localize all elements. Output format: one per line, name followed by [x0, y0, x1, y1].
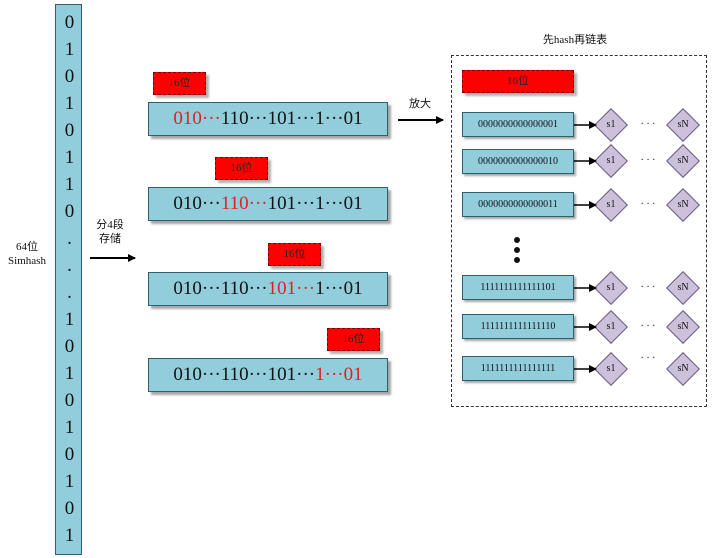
simhash-bit: 1 [64, 147, 75, 168]
segment-highlight: 010··· [173, 108, 221, 129]
segment-highlight: 110··· [220, 193, 268, 214]
split-label-line2: 存储 [99, 233, 121, 245]
vertical-ellipsis-dot [514, 247, 520, 253]
segment-after: 110···101···1···01 [220, 108, 363, 129]
segment-before: 010···110···101··· [173, 364, 316, 385]
simhash-bit: 1 [64, 309, 75, 330]
simhash-bit: . [67, 282, 72, 303]
segment-before: 010···110··· [173, 278, 268, 299]
list-node-label: sN [677, 155, 689, 166]
segment-highlight: 1···01 [315, 364, 363, 385]
gap-dots: · · · [640, 282, 656, 293]
split-label-line1: 分4段 [96, 219, 124, 231]
list-node-label: sN [677, 282, 689, 293]
split-label: 分4段 存储 [88, 218, 132, 246]
hash-key: 1111111111111101 [462, 275, 574, 300]
segment-before: 010··· [173, 193, 221, 214]
list-node-label: s1 [606, 155, 616, 166]
gap-dots: · · · [640, 155, 656, 166]
segment-row: 010···110···101···1···01 [148, 102, 388, 136]
simhash-bit: . [67, 255, 72, 276]
segment-after: 101···1···01 [267, 193, 363, 214]
list-node-label: s1 [606, 282, 616, 293]
hash-key: 0000000000000010 [462, 149, 574, 174]
segment-row: 010···110···101···1···01 [148, 272, 388, 306]
simhash-label-line1: 64位 [16, 241, 38, 253]
gap-dots: · · · [640, 321, 656, 332]
hash-key: 1111111111111111 [462, 356, 574, 381]
segment-row: 010···110···101···1···01 [148, 187, 388, 221]
zoom-label: 放大 [409, 98, 431, 110]
gap-dots: · · · [640, 353, 656, 364]
gap-dots: · · · [640, 119, 656, 130]
vertical-ellipsis-dot [514, 237, 520, 243]
list-node-label: sN [677, 119, 689, 130]
simhash-bit: 1 [64, 39, 75, 60]
simhash-bit: 1 [64, 417, 75, 438]
hash-key: 0000000000000011 [462, 192, 574, 217]
hash-table-tag: 16位 [462, 70, 574, 93]
segment-tag: 16位 [215, 157, 268, 180]
simhash-bit: 0 [64, 336, 75, 357]
hash-table-region [451, 55, 707, 407]
simhash-label-line2: Simhash [8, 255, 46, 267]
simhash-bit: 0 [64, 498, 75, 519]
simhash-bit: 0 [64, 12, 75, 33]
list-node-label: sN [677, 321, 689, 332]
segment-tag: 16位 [327, 328, 380, 351]
list-node-label: sN [677, 199, 689, 210]
hash-table-title: 先hash再链表 [542, 34, 608, 46]
list-node-label: s1 [606, 321, 616, 332]
simhash-bit: 1 [64, 93, 75, 114]
list-node-label: sN [677, 363, 689, 374]
simhash-bit: 0 [64, 66, 75, 87]
segment-row: 010···110···101···1···01 [148, 358, 388, 392]
simhash-bit: 1 [64, 174, 75, 195]
list-node-label: s1 [606, 363, 616, 374]
vertical-ellipsis-dot [514, 257, 520, 263]
simhash-bit: 0 [64, 120, 75, 141]
segment-tag: 16位 [268, 243, 321, 266]
segment-after: 1···01 [315, 278, 363, 299]
simhash-column: 0 1 0 1 0 1 1 0 . . . 1 0 1 0 1 0 1 0 1 [55, 4, 82, 555]
simhash-bit: 1 [64, 471, 75, 492]
simhash-bit: 1 [64, 525, 75, 546]
simhash-bit: 0 [64, 444, 75, 465]
simhash-bit: 0 [64, 201, 75, 222]
simhash-bit: 0 [64, 390, 75, 411]
list-node-label: s1 [606, 119, 616, 130]
hash-key: 0000000000000001 [462, 112, 574, 137]
list-node-label: s1 [606, 199, 616, 210]
hash-key: 1111111111111110 [462, 314, 574, 339]
gap-dots: · · · [640, 199, 656, 210]
segment-highlight: 101··· [267, 278, 316, 299]
simhash-bit: 1 [64, 363, 75, 384]
simhash-label: 64位 Simhash [2, 240, 52, 268]
simhash-bit: . [67, 228, 72, 249]
segment-tag: 16位 [153, 72, 206, 95]
